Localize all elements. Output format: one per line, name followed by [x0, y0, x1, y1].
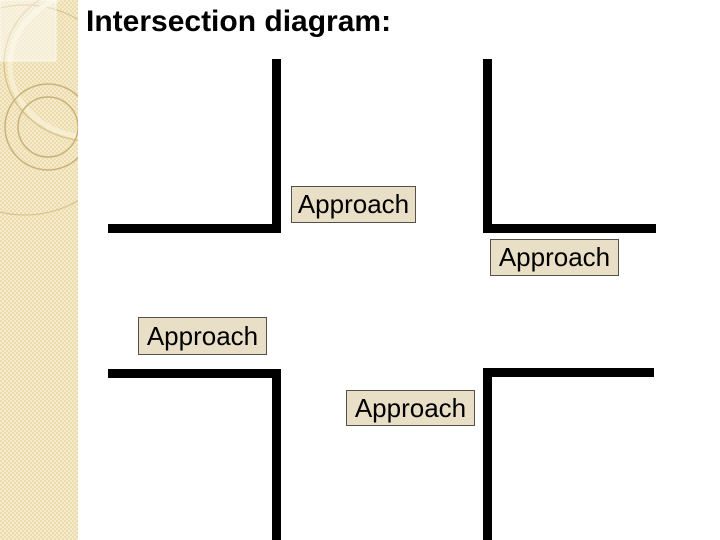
road-edge-northeast-vertical	[483, 59, 492, 233]
approach-label-east: Approach	[490, 239, 619, 276]
road-edge-southeast-vertical	[483, 368, 492, 540]
sidebar-circles-ornament	[0, 0, 78, 216]
road-edge-northwest-horizontal	[108, 224, 281, 233]
approach-label-north: Approach	[291, 186, 416, 223]
approach-label-west: Approach	[138, 317, 267, 355]
approach-label-text: Approach	[498, 242, 611, 272]
road-edge-southwest-vertical	[272, 369, 281, 540]
road-edge-southeast-horizontal	[483, 368, 654, 377]
approach-label-text: Approach	[354, 392, 467, 423]
approach-label-text: Approach	[297, 189, 410, 219]
sidebar-decoration	[0, 0, 78, 540]
road-edge-southwest-horizontal	[108, 369, 281, 378]
road-edge-northwest-vertical	[272, 59, 281, 233]
page-title: Intersection diagram:	[86, 5, 392, 38]
approach-label-text: Approach	[146, 320, 259, 351]
approach-label-south: Approach	[346, 390, 475, 426]
road-edge-northeast-horizontal	[483, 224, 656, 233]
